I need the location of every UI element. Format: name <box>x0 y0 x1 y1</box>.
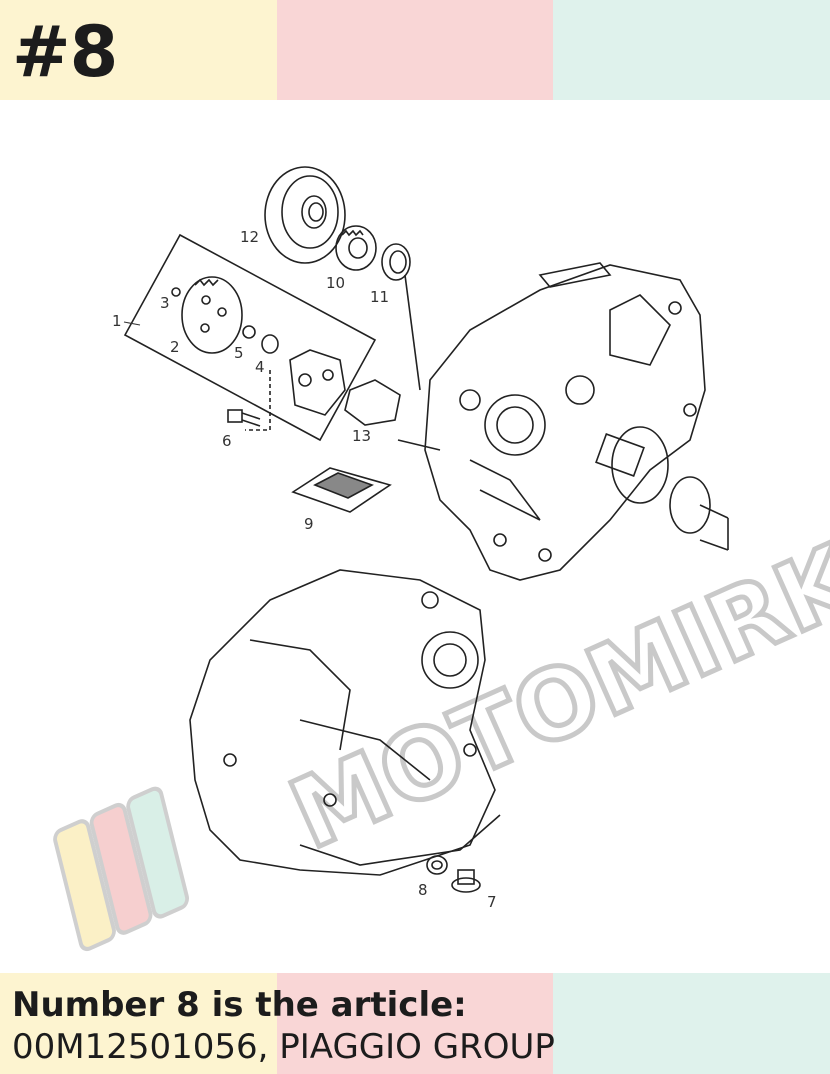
exploded-parts-diagram: MOTOMIRKA <box>53 166 830 952</box>
callout-4: 4 <box>255 358 265 376</box>
band-pink <box>276 0 554 100</box>
band-yellow <box>0 973 277 1074</box>
part-4-washer <box>261 334 279 354</box>
band-pink <box>276 973 554 1074</box>
part-3-pin <box>171 287 181 297</box>
upper-crankcase <box>424 262 706 581</box>
part-2-pump-gear <box>181 276 243 354</box>
item-number-badge: #8 <box>12 11 118 93</box>
callout-3: 3 <box>160 294 170 312</box>
part-9-strainer <box>291 467 392 513</box>
caption-heading: Number 8 is the article: <box>12 985 467 1025</box>
watermark-logo: MOTOMIRKA <box>53 490 830 952</box>
callout-10: 10 <box>326 274 345 292</box>
callout-11: 11 <box>370 288 389 306</box>
callout-7: 7 <box>487 893 497 911</box>
callout-2: 2 <box>170 338 180 356</box>
band-mint <box>553 0 830 100</box>
callout-6: 6 <box>222 432 232 450</box>
part-1-group-frame <box>123 233 377 442</box>
part-5-nut <box>242 325 256 339</box>
part-6-bolt <box>227 409 261 427</box>
top-color-band <box>0 0 830 100</box>
callout-5: 5 <box>234 344 244 362</box>
part-8-washer <box>426 855 448 875</box>
part-12-rotor <box>264 166 346 264</box>
callout-1: 1 <box>112 312 122 330</box>
part-10-gear <box>335 225 377 271</box>
callout-labels: 1 2 3 4 5 6 7 8 9 10 11 12 13 <box>112 228 497 911</box>
lower-crankcase <box>189 569 501 876</box>
part-7-drain-plug <box>451 869 481 893</box>
callout-13: 13 <box>352 427 371 445</box>
band-yellow <box>0 0 277 100</box>
crankshaft <box>595 426 729 551</box>
bottom-color-band <box>0 973 830 1074</box>
callout-9: 9 <box>304 515 314 533</box>
band-mint <box>553 973 830 1074</box>
callout-8: 8 <box>418 881 428 899</box>
part-13-gasket <box>344 379 401 426</box>
part-11-seal <box>381 243 411 281</box>
callout-12: 12 <box>240 228 259 246</box>
oil-pump-body <box>289 349 346 416</box>
watermark-text: MOTOMIRKA <box>275 493 830 871</box>
caption-article-code: 00M12501056, PIAGGIO GROUP <box>12 1027 555 1067</box>
